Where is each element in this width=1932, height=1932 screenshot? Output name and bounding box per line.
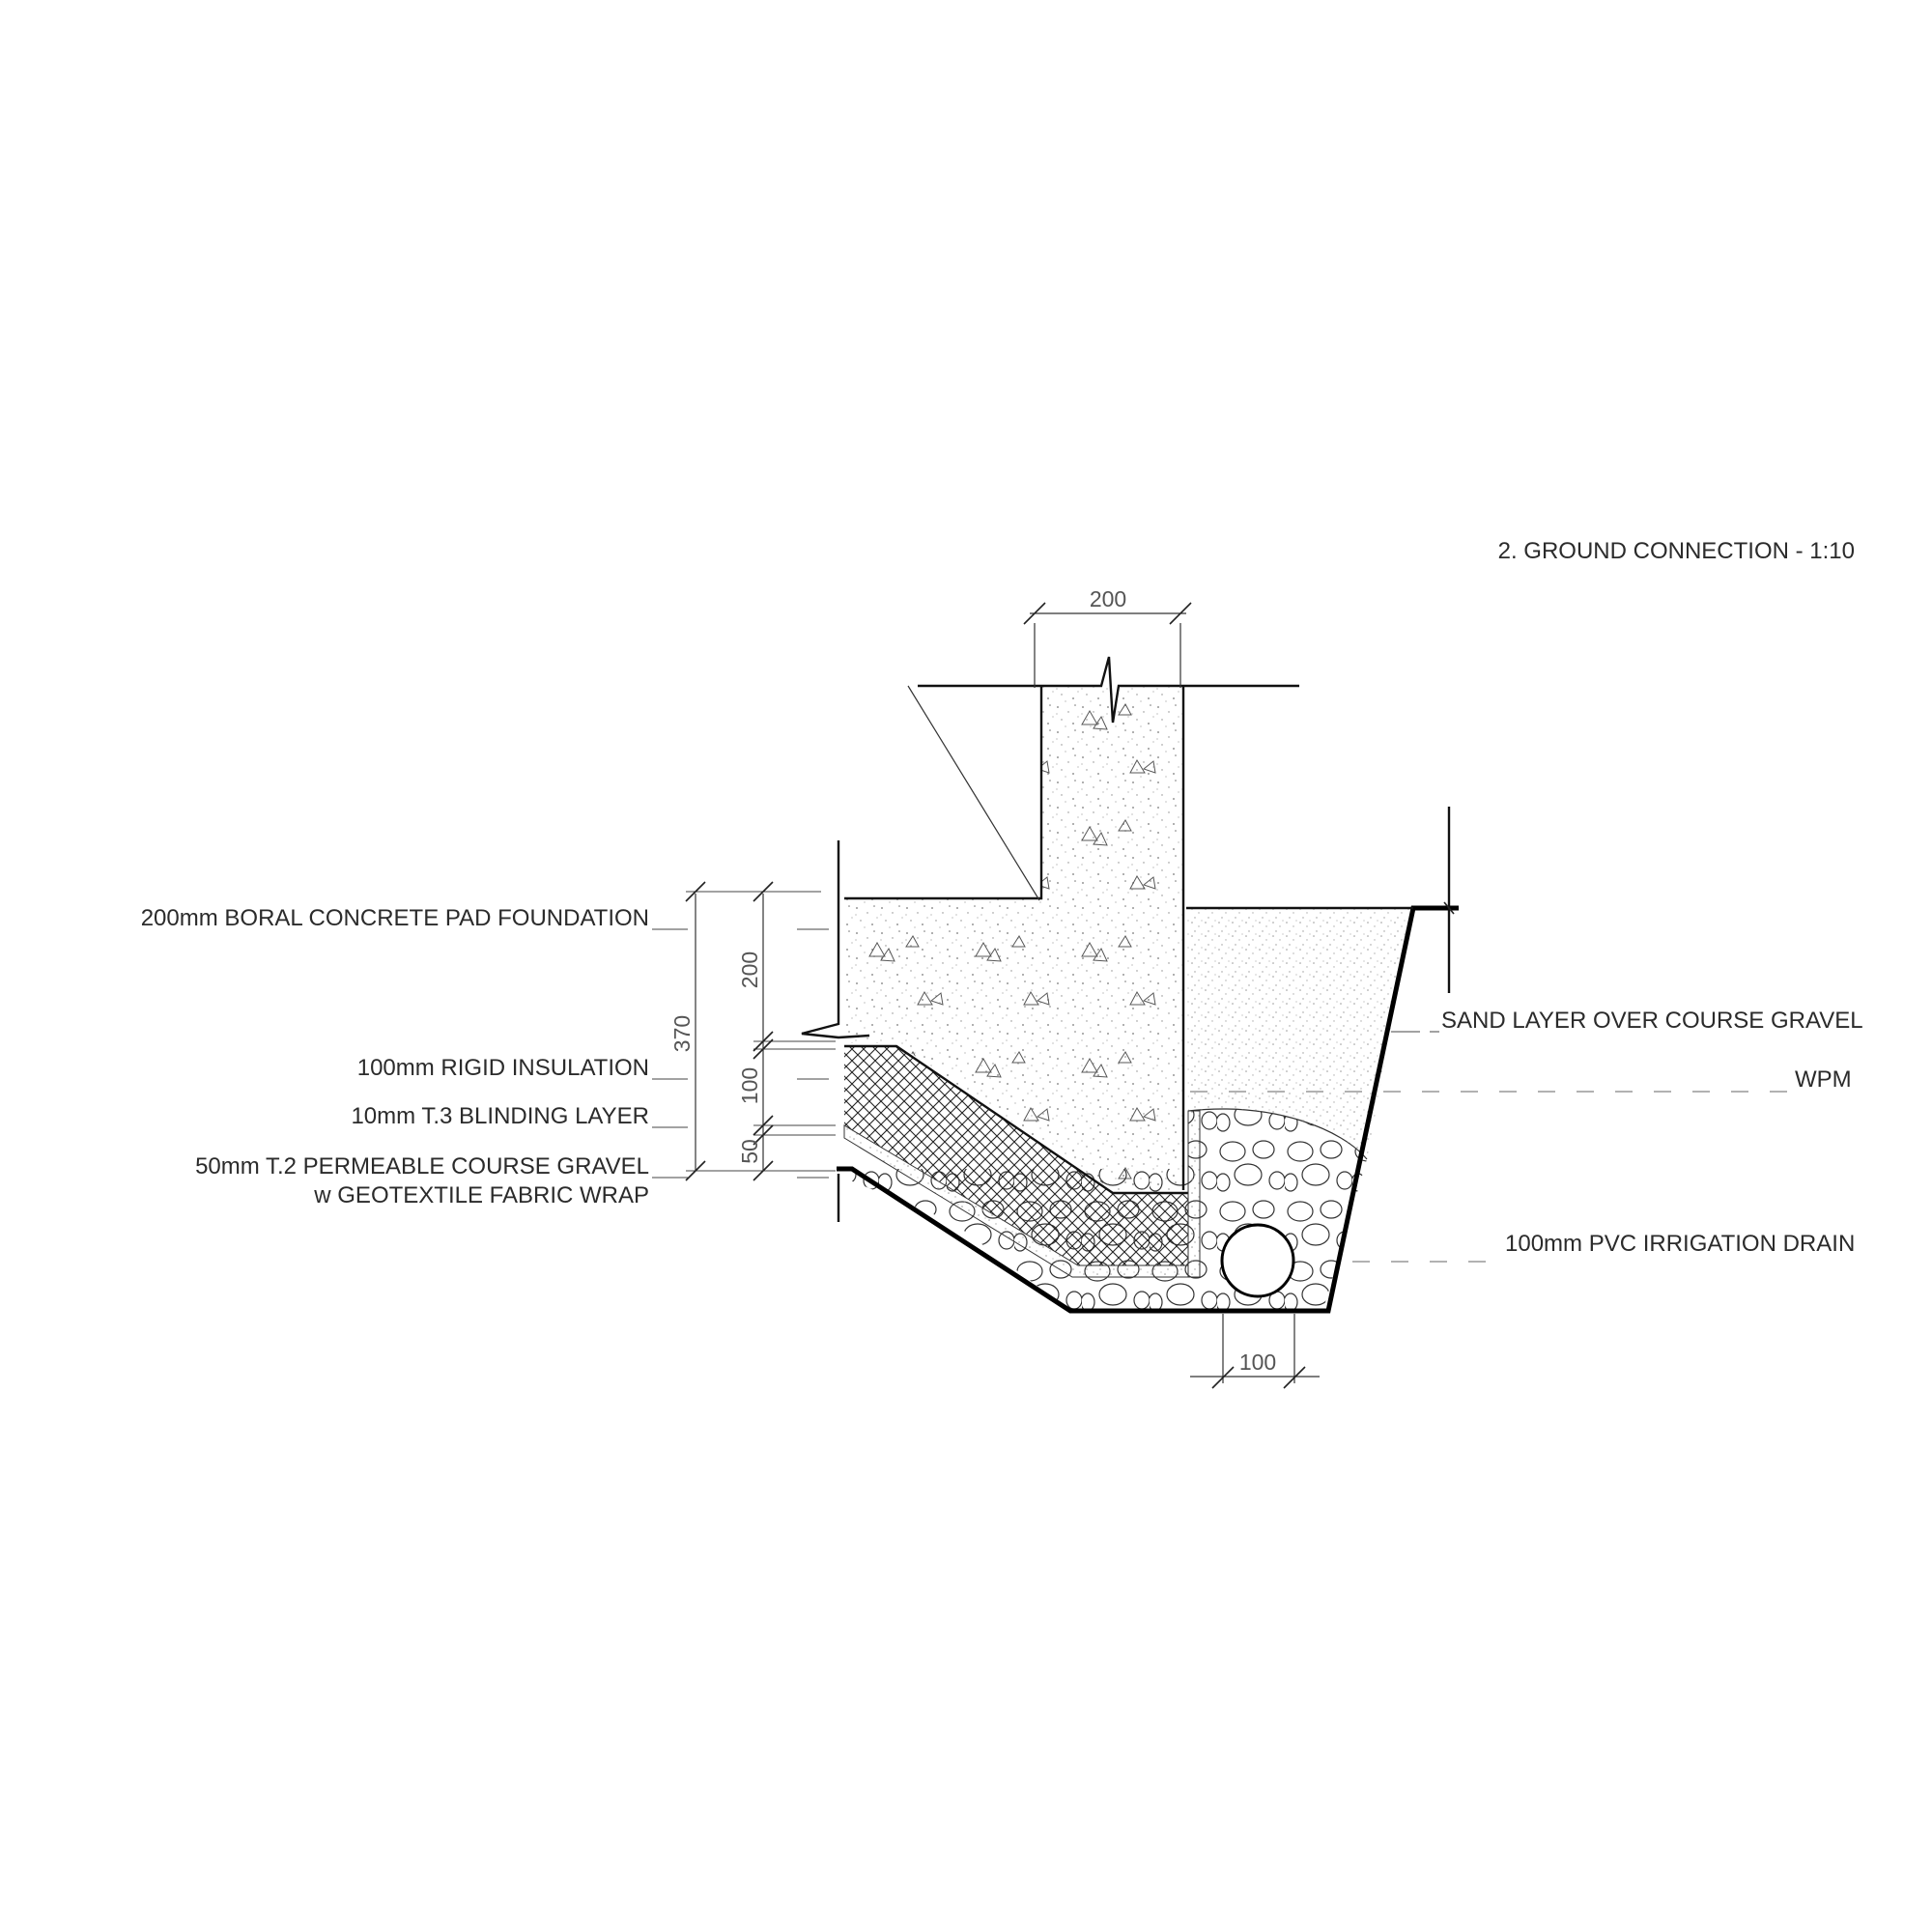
concrete-pad-foundation	[844, 686, 1185, 1190]
label-sand-layer: SAND LAYER OVER COURSE GRAVEL	[1391, 1008, 1863, 1034]
rigid-insulation	[844, 1044, 1188, 1265]
dimension-foundation-depth-label: 200	[737, 952, 762, 988]
label-gravel-line2: w GEOTEXTILE FABRIC WRAP	[313, 1182, 649, 1208]
dimension-overall-depth-label: 370	[669, 1015, 695, 1052]
left-break	[801, 840, 870, 1222]
label-gravel-line1: 50mm T.2 PERMEABLE COURSE GRAVEL	[195, 1153, 649, 1179]
dimension-insulation-depth-label: 100	[737, 1067, 762, 1104]
dimension-stack-left: 370 200 100 50	[669, 881, 836, 1181]
label-gravel: 50mm T.2 PERMEABLE COURSE GRAVEL w GEOTE…	[195, 1153, 829, 1208]
label-sand-layer-text: SAND LAYER OVER COURSE GRAVEL	[1441, 1008, 1863, 1034]
label-wpm-text: WPM	[1795, 1066, 1852, 1093]
blinding-layer	[843, 1110, 1201, 1278]
pvc-irrigation-drain	[1220, 1223, 1295, 1298]
trench-outline	[837, 807, 1459, 1314]
sand-layer	[1186, 908, 1413, 1159]
label-rigid-insulation: 100mm RIGID INSULATION	[357, 1055, 829, 1081]
dimension-drain-width: 100	[1190, 1314, 1320, 1389]
dimension-top-width: 200	[1023, 586, 1192, 688]
dimension-top-width-label: 200	[1090, 586, 1126, 611]
label-blinding-layer-text: 10mm T.3 BLINDING LAYER	[351, 1103, 649, 1129]
label-blinding-layer: 10mm T.3 BLINDING LAYER	[351, 1103, 688, 1129]
ground-line	[907, 656, 1299, 901]
dimension-gravel-depth-label: 50	[737, 1139, 762, 1164]
label-wpm: WPM	[1190, 1066, 1852, 1093]
drawing-title: 2. GROUND CONNECTION - 1:10	[1498, 538, 1855, 564]
label-concrete-pad: 200mm BORAL CONCRETE PAD FOUNDATION	[141, 905, 829, 931]
label-drain: 100mm PVC IRRIGATION DRAIN	[1352, 1231, 1855, 1263]
label-drain-text: 100mm PVC IRRIGATION DRAIN	[1505, 1231, 1855, 1257]
dimension-drain-width-label: 100	[1239, 1350, 1276, 1375]
label-concrete-pad-text: 200mm BORAL CONCRETE PAD FOUNDATION	[141, 905, 649, 931]
label-rigid-insulation-text: 100mm RIGID INSULATION	[357, 1055, 649, 1081]
